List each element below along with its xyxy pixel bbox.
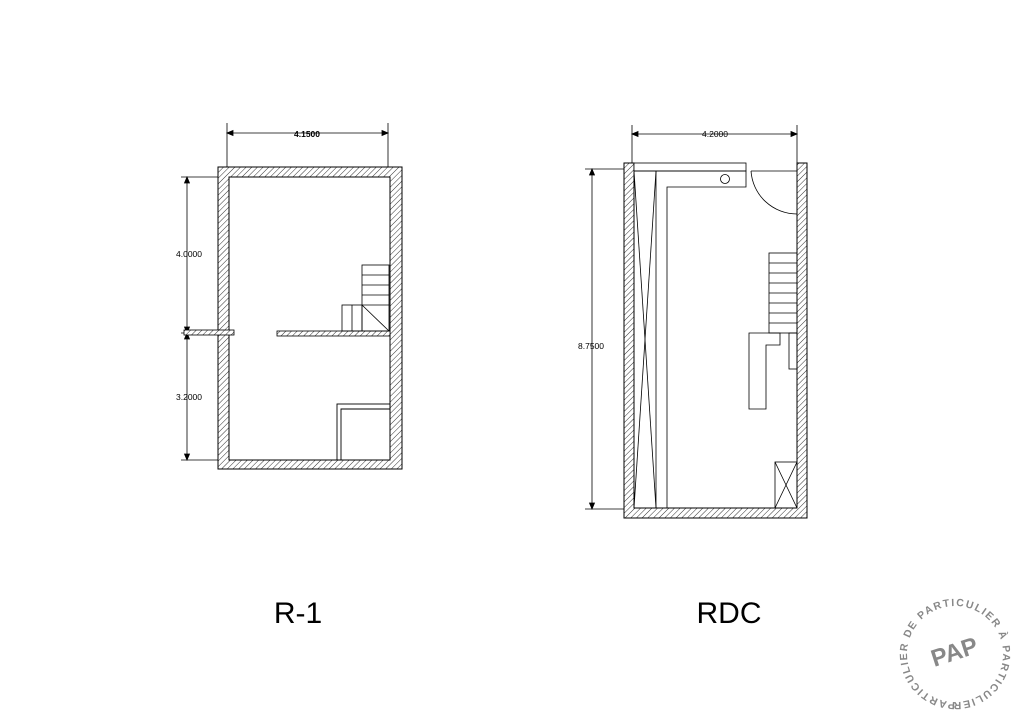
rdc-entrance-door (750, 163, 798, 215)
rdc-width-label: 4.2000 (702, 129, 728, 139)
r1-width-dimension (225, 123, 390, 168)
plan-r-1: 4.1500 4.0000 3.2000 (176, 123, 403, 630)
r1-width-label: 4.1500 (294, 129, 320, 139)
r1-height-dimension (181, 175, 230, 462)
stamp-ring-text: PARTICULIER DE PARTICULIER À PARTICULIER… (0, 0, 1011, 711)
svg-text:PARTICULIER DE PARTICULIER À P: PARTICULIER DE PARTICULIER À PARTICULIER… (0, 0, 1011, 711)
r1-slab-left (183, 329, 235, 336)
rdc-duct-box (774, 461, 798, 509)
rdc-stairs (768, 252, 798, 370)
rdc-l-unit (748, 332, 781, 410)
rdc-walls (623, 162, 808, 519)
r1-plan-title: R-1 (274, 597, 322, 630)
rdc-wall-top-left (633, 162, 747, 172)
rdc-height-dimension (585, 167, 633, 511)
r1-walls (217, 166, 403, 470)
r1-slab-right (276, 330, 391, 337)
rdc-height-label: 8.7500 (578, 341, 604, 351)
r1-stairs (341, 264, 390, 332)
stamp-logo: PAP (928, 632, 982, 672)
r1-upper-height-label: 4.0000 (176, 249, 202, 259)
pap-stamp: PARTICULIER DE PARTICULIER À PARTICULIER… (0, 0, 1011, 711)
rdc-plan-title: RDC (697, 597, 762, 630)
r1-lower-height-label: 3.2000 (176, 392, 202, 402)
rdc-width-dimension (630, 125, 799, 165)
r1-closet (336, 403, 391, 461)
plan-rdc: 4.2000 8.7500 (578, 125, 808, 630)
rdc-left-storage (633, 170, 747, 509)
